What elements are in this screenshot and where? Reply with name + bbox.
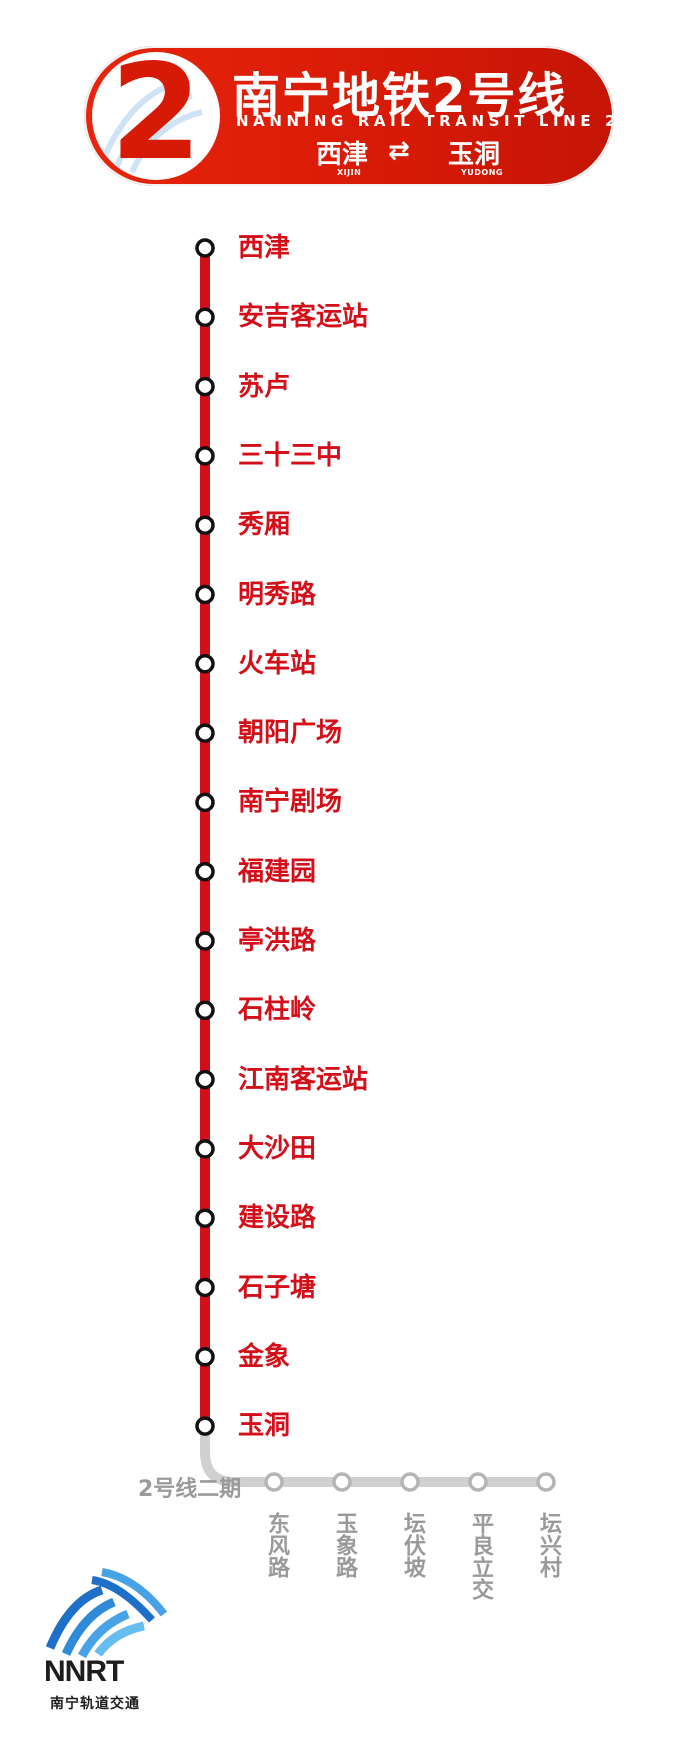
line-badge: 2 bbox=[92, 52, 220, 180]
station-marker bbox=[195, 238, 215, 258]
station-label: 金象 bbox=[238, 1341, 291, 1372]
station-marker bbox=[195, 1208, 215, 1228]
station-label: 建设路 bbox=[238, 1203, 317, 1234]
station-label: 石柱岭 bbox=[238, 995, 317, 1026]
station-marker bbox=[195, 446, 215, 466]
station-marker bbox=[195, 1069, 215, 1090]
station-marker bbox=[195, 1416, 215, 1436]
station-marker bbox=[195, 723, 215, 743]
phase-two-line bbox=[200, 1421, 551, 1487]
station-label: 玉洞 bbox=[238, 1411, 291, 1442]
station-label: 亭洪路 bbox=[238, 926, 317, 956]
bidirectional-arrow-icon: ⇄ bbox=[388, 136, 410, 166]
phase-two-title: 2号线二期 bbox=[138, 1477, 242, 1502]
station-marker bbox=[195, 931, 215, 951]
arcs-icon bbox=[99, 79, 203, 174]
terminal-to-pinyin: YUDONG bbox=[461, 168, 503, 177]
phase-two-station-marker bbox=[264, 1472, 284, 1492]
station-label: 三十三中 bbox=[238, 440, 343, 471]
phase-two-station-marker bbox=[400, 1472, 420, 1492]
logo-abbreviation: NNRT bbox=[44, 1655, 124, 1688]
line-title: 南宁地铁2号线 bbox=[232, 68, 568, 124]
station-label: 秀厢 bbox=[238, 510, 291, 541]
station-marker bbox=[195, 1139, 215, 1159]
phase-two-station-label: 平良立交 bbox=[468, 1512, 493, 1600]
station-marker bbox=[195, 515, 215, 535]
terminal-to: 玉洞 bbox=[448, 140, 501, 170]
station-label: 大沙田 bbox=[238, 1133, 317, 1164]
station-label: 朝阳广场 bbox=[238, 718, 343, 749]
station-label: 西津 bbox=[238, 233, 291, 263]
terminal-from: 西津 bbox=[316, 140, 369, 170]
station-marker bbox=[195, 307, 215, 328]
station-label: 石子塘 bbox=[238, 1272, 317, 1303]
phase-two-station-marker bbox=[332, 1472, 352, 1492]
station-label: 南宁剧场 bbox=[238, 787, 343, 818]
phase-two-station-label: 坛兴村 bbox=[536, 1512, 561, 1578]
station-label: 明秀路 bbox=[238, 579, 317, 610]
station-marker bbox=[195, 861, 215, 882]
station-marker bbox=[195, 1277, 215, 1298]
phase-two-station-marker bbox=[468, 1472, 488, 1492]
station-label: 安吉客运站 bbox=[238, 302, 369, 333]
logo-company-name: 南宁轨道交通 bbox=[50, 1696, 140, 1712]
nnrt-logo-icon bbox=[45, 1568, 168, 1659]
phase-two-station-marker bbox=[536, 1472, 556, 1492]
phase-two-station-label: 玉象路 bbox=[332, 1512, 357, 1578]
station-marker bbox=[195, 1000, 215, 1021]
station-marker bbox=[195, 376, 215, 397]
station-marker bbox=[195, 1347, 215, 1367]
station-marker bbox=[195, 584, 215, 605]
line-title-english: NANNING RAIL TRANSIT LINE 2 bbox=[236, 112, 621, 130]
station-label: 江南客运站 bbox=[238, 1064, 369, 1095]
station-marker bbox=[195, 654, 215, 674]
line-number: 2 bbox=[110, 52, 202, 180]
phase-two-station-label: 坛伏坡 bbox=[400, 1512, 425, 1578]
station-marker bbox=[195, 792, 215, 813]
station-label: 苏卢 bbox=[238, 371, 291, 402]
station-label: 火车站 bbox=[238, 648, 317, 679]
terminal-from-pinyin: XIJIN bbox=[337, 168, 362, 177]
phase-two-station-label: 东风路 bbox=[264, 1512, 289, 1578]
station-label: 福建园 bbox=[238, 856, 317, 887]
